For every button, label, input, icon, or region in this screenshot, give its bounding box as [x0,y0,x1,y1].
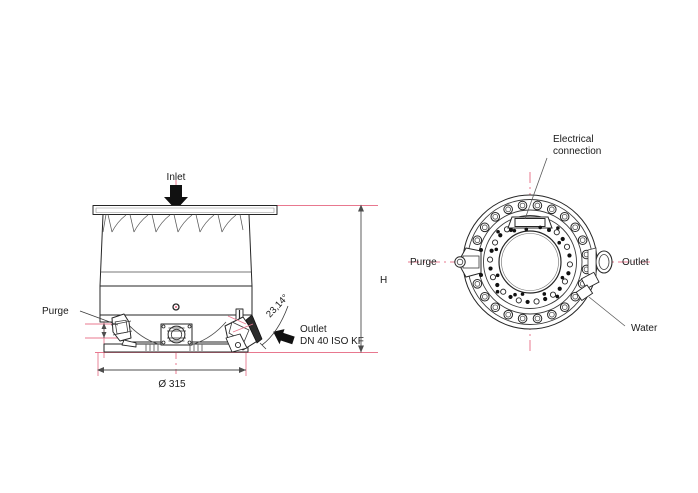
outlet-label-top: Outlet [622,257,649,268]
pin-hole [489,248,494,253]
detail-hole [556,226,560,230]
outlet-arrow-icon [273,329,295,345]
inner-detail-dots [494,225,565,299]
detail-hole [557,240,562,245]
outlet-port-top [587,247,613,277]
bolt-hole-inner [549,311,555,318]
outlet-angle-arc [259,305,289,350]
diameter-dimension-label: Ø 315 [158,379,186,390]
pin-hole [557,286,562,291]
electrical-leader-line [524,157,548,220]
detail-hole [512,228,517,233]
base-cone-right [193,321,227,345]
pin-hole [560,236,565,242]
detail-hole [494,247,499,252]
detail-hole [495,289,500,294]
bolt-hole-inner [505,206,511,213]
screw-hole [561,278,568,285]
shell-port-center [174,305,178,309]
screw-hole [566,261,573,268]
detail-hole [524,227,529,232]
screw-hole [500,288,507,295]
bolt-hole-inner [572,224,578,231]
side-view: Inlet [42,172,387,390]
bolt-hole-inner [572,293,579,300]
pin-hole [498,233,503,238]
pin-hole [567,253,572,258]
bolt-hole-inner [474,281,481,287]
pin-hole [566,271,571,276]
flange-rings [462,194,598,330]
water-label: Water [631,323,658,334]
inlet-arrow-icon [164,185,188,210]
bolt-hole-inner [561,213,568,220]
purge-fitting-side [110,313,137,348]
bolt-hole-inner [519,202,526,209]
bolt-hole-inner [561,304,568,310]
height-dimension-label: H [380,275,387,286]
pin-hole [525,299,530,305]
top-view: Electrical connection Purge Outlet Water [408,134,658,352]
purge-label-side: Purge [42,306,69,317]
purge-leader-line [79,310,119,326]
inlet-flange-inner [95,207,275,213]
bolt-hole-inner [548,206,555,213]
screw-hole [489,274,497,281]
pin-hole [488,266,493,271]
outlet-flange-side [224,308,263,353]
screw-hole [549,291,557,298]
screw-hole [487,256,494,263]
bolt-hole-inner [534,202,541,209]
bolt-ring-inner [483,215,577,309]
outlet-label-line2: DN 40 ISO KF [300,336,364,347]
bolt-hole-inner [534,315,541,322]
bolt-hole-inner [579,237,586,243]
screw-hole [553,229,560,236]
screw-hole [515,297,522,304]
electrical-connection-port [507,216,553,232]
bolt-hole-inner [481,224,488,231]
pin-hole [543,296,548,302]
outlet-label-line1: Outlet [300,324,327,335]
bolt-hole-inner [474,237,481,244]
pin-hole [508,294,513,300]
screw-hole [563,243,571,250]
detail-hole [538,225,543,230]
electrical-label-line1: Electrical [553,134,594,145]
outlet-angle-label: 23,14° [264,292,291,320]
pump-body [92,205,278,353]
purge-label-top: Purge [410,257,437,268]
screw-hole [533,298,540,305]
detail-hole [513,292,517,297]
detail-hole [496,229,500,234]
bolt-hole-inner [492,214,499,220]
inner-bore-2 [501,233,559,291]
pin-hole [495,282,500,288]
screw-hole [492,239,499,246]
bolt-hole-inner [505,311,512,318]
water-port-top [575,271,600,302]
bolt-hole-inner [492,304,499,311]
detail-hole [560,275,565,280]
inner-bore [498,230,562,294]
bolt-hole-inner [482,293,488,300]
base-plate-hatch [145,344,203,351]
detail-hole [520,292,525,296]
purge-port-top [454,247,483,278]
inlet-label: Inlet [167,172,186,183]
electrical-label-line2: connection [553,146,601,157]
upper-shell [99,214,253,287]
motor-block [160,323,193,346]
inlet-vanes [102,214,244,233]
detail-hole [555,294,560,299]
detail-hole [495,273,500,278]
water-leader-line [588,296,626,327]
bolt-hole-inner [519,315,526,322]
detail-hole [542,292,547,296]
